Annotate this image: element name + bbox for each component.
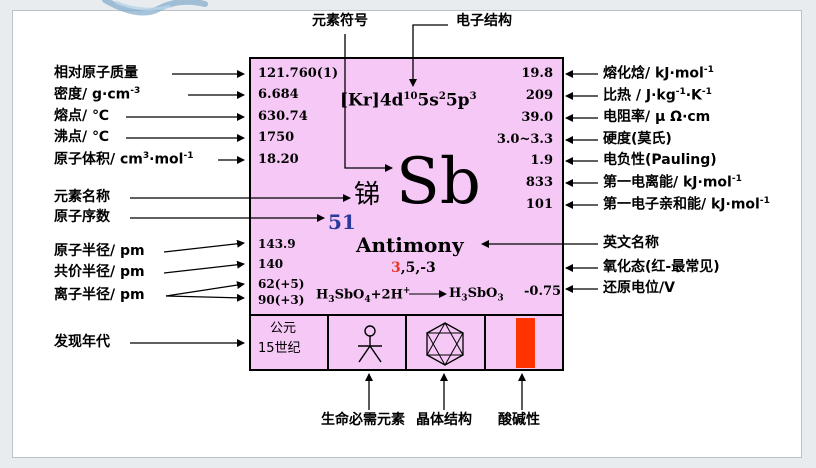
boiling-point-label: 沸点/ ℃ — [54, 129, 109, 145]
hardness-value: 3.0~3.3 — [496, 132, 553, 147]
boiling-point-value: 1750 — [258, 130, 295, 145]
english-name-value: Antimony — [356, 233, 464, 257]
specific-heat-label: 比热 / J·kg-1·K-1 — [603, 87, 712, 104]
melting-point-label: 熔点/ ℃ — [54, 108, 109, 124]
reduction-potential-value: -0.75 — [524, 284, 562, 299]
element-symbol: Sb — [396, 145, 481, 219]
atomic-volume-label: 原子体积/ cm3·mol-1 — [54, 151, 194, 168]
heat-fusion-label: 熔化焓/ kJ·mol-1 — [603, 65, 714, 82]
reduction-potential-label: 还原电位/V — [603, 280, 675, 296]
discovery-line1: 公元 — [270, 321, 297, 336]
discovery-era-label: 发现年代 — [54, 334, 110, 350]
chinese-name: 锑 — [354, 180, 381, 210]
affinity-value: 101 — [525, 197, 553, 212]
hexagon-icon — [426, 321, 464, 367]
covalent-radius-value: 140 — [258, 257, 284, 271]
reaction-product: H3SbO3 — [449, 286, 504, 304]
atomic-radius-value: 143.9 — [258, 237, 296, 251]
ionic-radius-value-2: 90(+3) — [258, 293, 305, 307]
english-name-label: 英文名称 — [603, 235, 659, 251]
affinity-label: 第一电子亲和能/ kJ·mol-1 — [603, 196, 770, 213]
discovery-line2: 15世纪 — [258, 341, 301, 356]
ionization-value: 833 — [525, 175, 553, 190]
heat-fusion-value: 19.8 — [521, 66, 553, 81]
melting-point-value: 630.74 — [258, 109, 308, 124]
decorative-swoosh-icon — [102, 0, 208, 16]
atomic-mass-value: 121.760(1) — [258, 66, 339, 81]
electronegativity-value: 1.9 — [530, 153, 553, 168]
density-label: 密度/ g·cm-3 — [54, 86, 141, 103]
acidity-label: 酸碱性 — [498, 412, 540, 428]
symbol-label: 元素符号 — [312, 13, 368, 29]
electron-configuration: [Kr]4d105s25p3 — [340, 90, 477, 111]
ionic-radius-value-1: 62(+5) — [258, 277, 305, 291]
oxidation-states-label: 氧化态(红-最常见) — [603, 259, 720, 275]
atomic-volume-value: 18.20 — [258, 152, 299, 167]
essential-element-label: 生命必需元素 — [321, 412, 405, 428]
reaction-reactants: H3SbO4+2H+ — [316, 286, 411, 305]
resistivity-value: 39.0 — [521, 110, 553, 125]
atomic-number-label: 原子序数 — [54, 209, 110, 225]
element-name-label: 元素名称 — [54, 189, 110, 205]
electron-structure-label: 电子结构 — [456, 13, 512, 29]
oxidation-states-value: 3,5,-3 — [391, 260, 436, 276]
resistivity-label: 电阻率/ μ Ω·cm — [603, 109, 711, 125]
crystal-structure-label: 晶体结构 — [416, 412, 472, 428]
person-icon — [358, 325, 382, 363]
atomic-number-value: 51 — [328, 210, 356, 234]
ionization-label: 第一电离能/ kJ·mol-1 — [603, 174, 742, 191]
density-value: 6.684 — [258, 87, 299, 102]
specific-heat-value: 209 — [525, 88, 553, 103]
atomic-radius-label: 原子半径/ pm — [54, 243, 145, 259]
ionic-radius-label: 离子半径/ pm — [54, 287, 145, 303]
hardness-label: 硬度(莫氏) — [603, 131, 672, 147]
electronegativity-label: 电负性(Pauling) — [603, 152, 717, 168]
acidity-bar — [516, 318, 535, 368]
covalent-radius-label: 共价半径/ pm — [54, 264, 145, 280]
atomic-mass-label: 相对原子质量 — [54, 65, 138, 81]
oxidation-common: 3 — [391, 260, 401, 276]
